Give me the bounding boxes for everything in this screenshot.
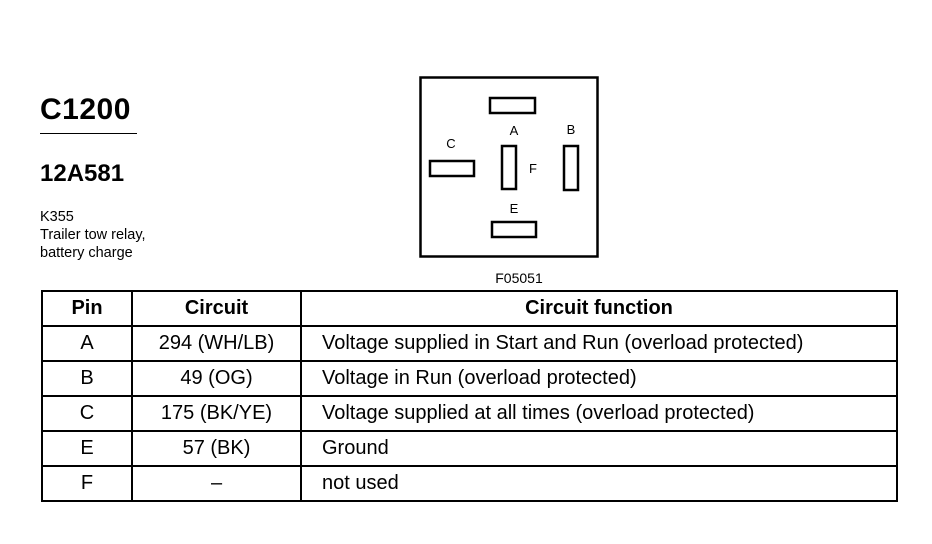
pin-label-e: E [510, 201, 519, 216]
pin-label-b: B [567, 122, 576, 137]
connector-face-diagram: A B C E F [419, 76, 599, 258]
row-pin: F [41, 465, 133, 502]
terminal-f-slot [500, 144, 518, 191]
row-pin: E [41, 430, 133, 467]
table-row: C 175 (BK/YE) Voltage supplied at all ti… [41, 395, 898, 432]
connector-id: C1200 [40, 93, 131, 126]
table-row: A 294 (WH/LB) Voltage supplied in Start … [41, 325, 898, 362]
connector-id-underline [40, 133, 137, 134]
header-circuit: Circuit [131, 290, 302, 327]
row-function: Voltage supplied at all times (overload … [300, 395, 898, 432]
header-pin: Pin [41, 290, 133, 327]
row-function: not used [300, 465, 898, 502]
pinout-table: Pin Circuit Circuit function A 294 (WH/L… [41, 290, 898, 502]
row-pin: B [41, 360, 133, 397]
row-circuit: 175 (BK/YE) [131, 395, 302, 432]
table-header-row: Pin Circuit Circuit function [41, 290, 898, 327]
pin-label-f: F [529, 161, 537, 176]
row-function: Ground [300, 430, 898, 467]
terminal-a-slot [488, 96, 537, 115]
row-pin: C [41, 395, 133, 432]
pin-label-a: A [510, 123, 519, 138]
row-pin: A [41, 325, 133, 362]
component-code: K355 [40, 209, 74, 225]
connector-face-svg: A B C E F [419, 76, 599, 258]
table-row: B 49 (OG) Voltage in Run (overload prote… [41, 360, 898, 397]
row-function: Voltage in Run (overload protected) [300, 360, 898, 397]
figure-id: F05051 [495, 270, 543, 286]
table-row: E 57 (BK) Ground [41, 430, 898, 467]
terminal-e-slot [490, 220, 538, 239]
pin-label-c: C [446, 136, 455, 151]
row-circuit: 294 (WH/LB) [131, 325, 302, 362]
row-circuit: 57 (BK) [131, 430, 302, 467]
terminal-b-slot [562, 144, 580, 192]
description-line-1: Trailer tow relay, [40, 227, 146, 243]
row-circuit: 49 (OG) [131, 360, 302, 397]
row-circuit: – [131, 465, 302, 502]
row-function: Voltage supplied in Start and Run (overl… [300, 325, 898, 362]
part-number: 12A581 [40, 160, 125, 187]
description-line-2: battery charge [40, 245, 133, 261]
table-row: F – not used [41, 465, 898, 502]
component-description: K355 Trailer tow relay, battery charge [40, 208, 146, 262]
connector-housing-outline [419, 76, 599, 258]
header-circuit-function: Circuit function [300, 290, 898, 327]
terminal-c-slot [428, 159, 476, 178]
